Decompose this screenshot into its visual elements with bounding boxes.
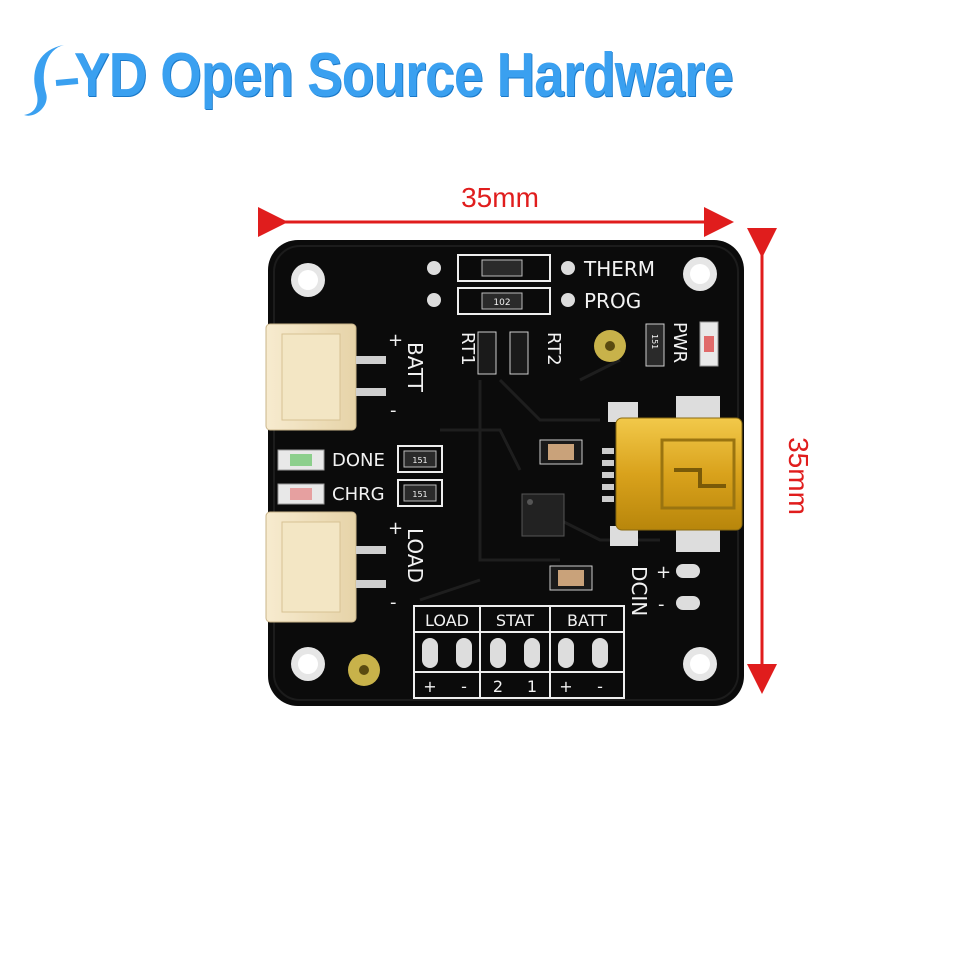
brand-text: YD Open Source Hardware [74,41,734,110]
resistor-code: 151 [412,456,427,465]
batt-minus-label: - [390,400,397,421]
therm-label: THERM [583,257,655,281]
mounting-hole [291,263,325,297]
load-plus-label: + [388,518,403,539]
header-batt-label: BATT [567,611,607,630]
prog-label: PROG [584,289,641,313]
batt-plus-label: + [388,330,403,351]
dcin-minus-label: - [658,594,665,615]
rt2-label: RT2 [543,332,564,366]
load-label: LOAD [403,528,427,583]
header-batt-minus: - [597,677,603,696]
load-connector [265,511,386,623]
header-load-minus: - [461,677,467,696]
mounting-hole [683,257,717,291]
header-pins [422,638,608,668]
dcin-label: DCIN [627,566,651,616]
resistor-code: 151 [412,490,427,499]
chrg-label: CHRG [332,484,385,505]
header-stat-2: 2 [493,677,503,696]
header-load-label: LOAD [425,611,469,630]
header-load-plus: + [423,677,436,696]
rt1-label: RT1 [457,332,478,366]
pwr-label: PWR [669,322,690,363]
header-stat-label: STAT [496,611,534,630]
pin-header-block [413,605,625,699]
brand-swoosh-icon [24,45,79,116]
brand-logo-area: YD Open Source Hardware [16,18,734,128]
prog-resistor [481,292,523,310]
mounting-hole [291,647,325,681]
dcin-plus-label: + [656,562,671,583]
batt-label: BATT [403,342,427,393]
pcb-board [268,240,744,706]
resistor-code: 102 [493,298,510,308]
resistor-code: 151 [650,334,659,349]
load-minus-label: - [390,592,397,613]
therm-resistor [481,259,523,277]
mini-usb-connector [602,396,743,552]
header-batt-plus: + [559,677,572,696]
batt-connector [265,323,386,431]
mounting-hole [683,647,717,681]
header-stat-1: 1 [527,677,537,696]
done-label: DONE [332,450,385,471]
